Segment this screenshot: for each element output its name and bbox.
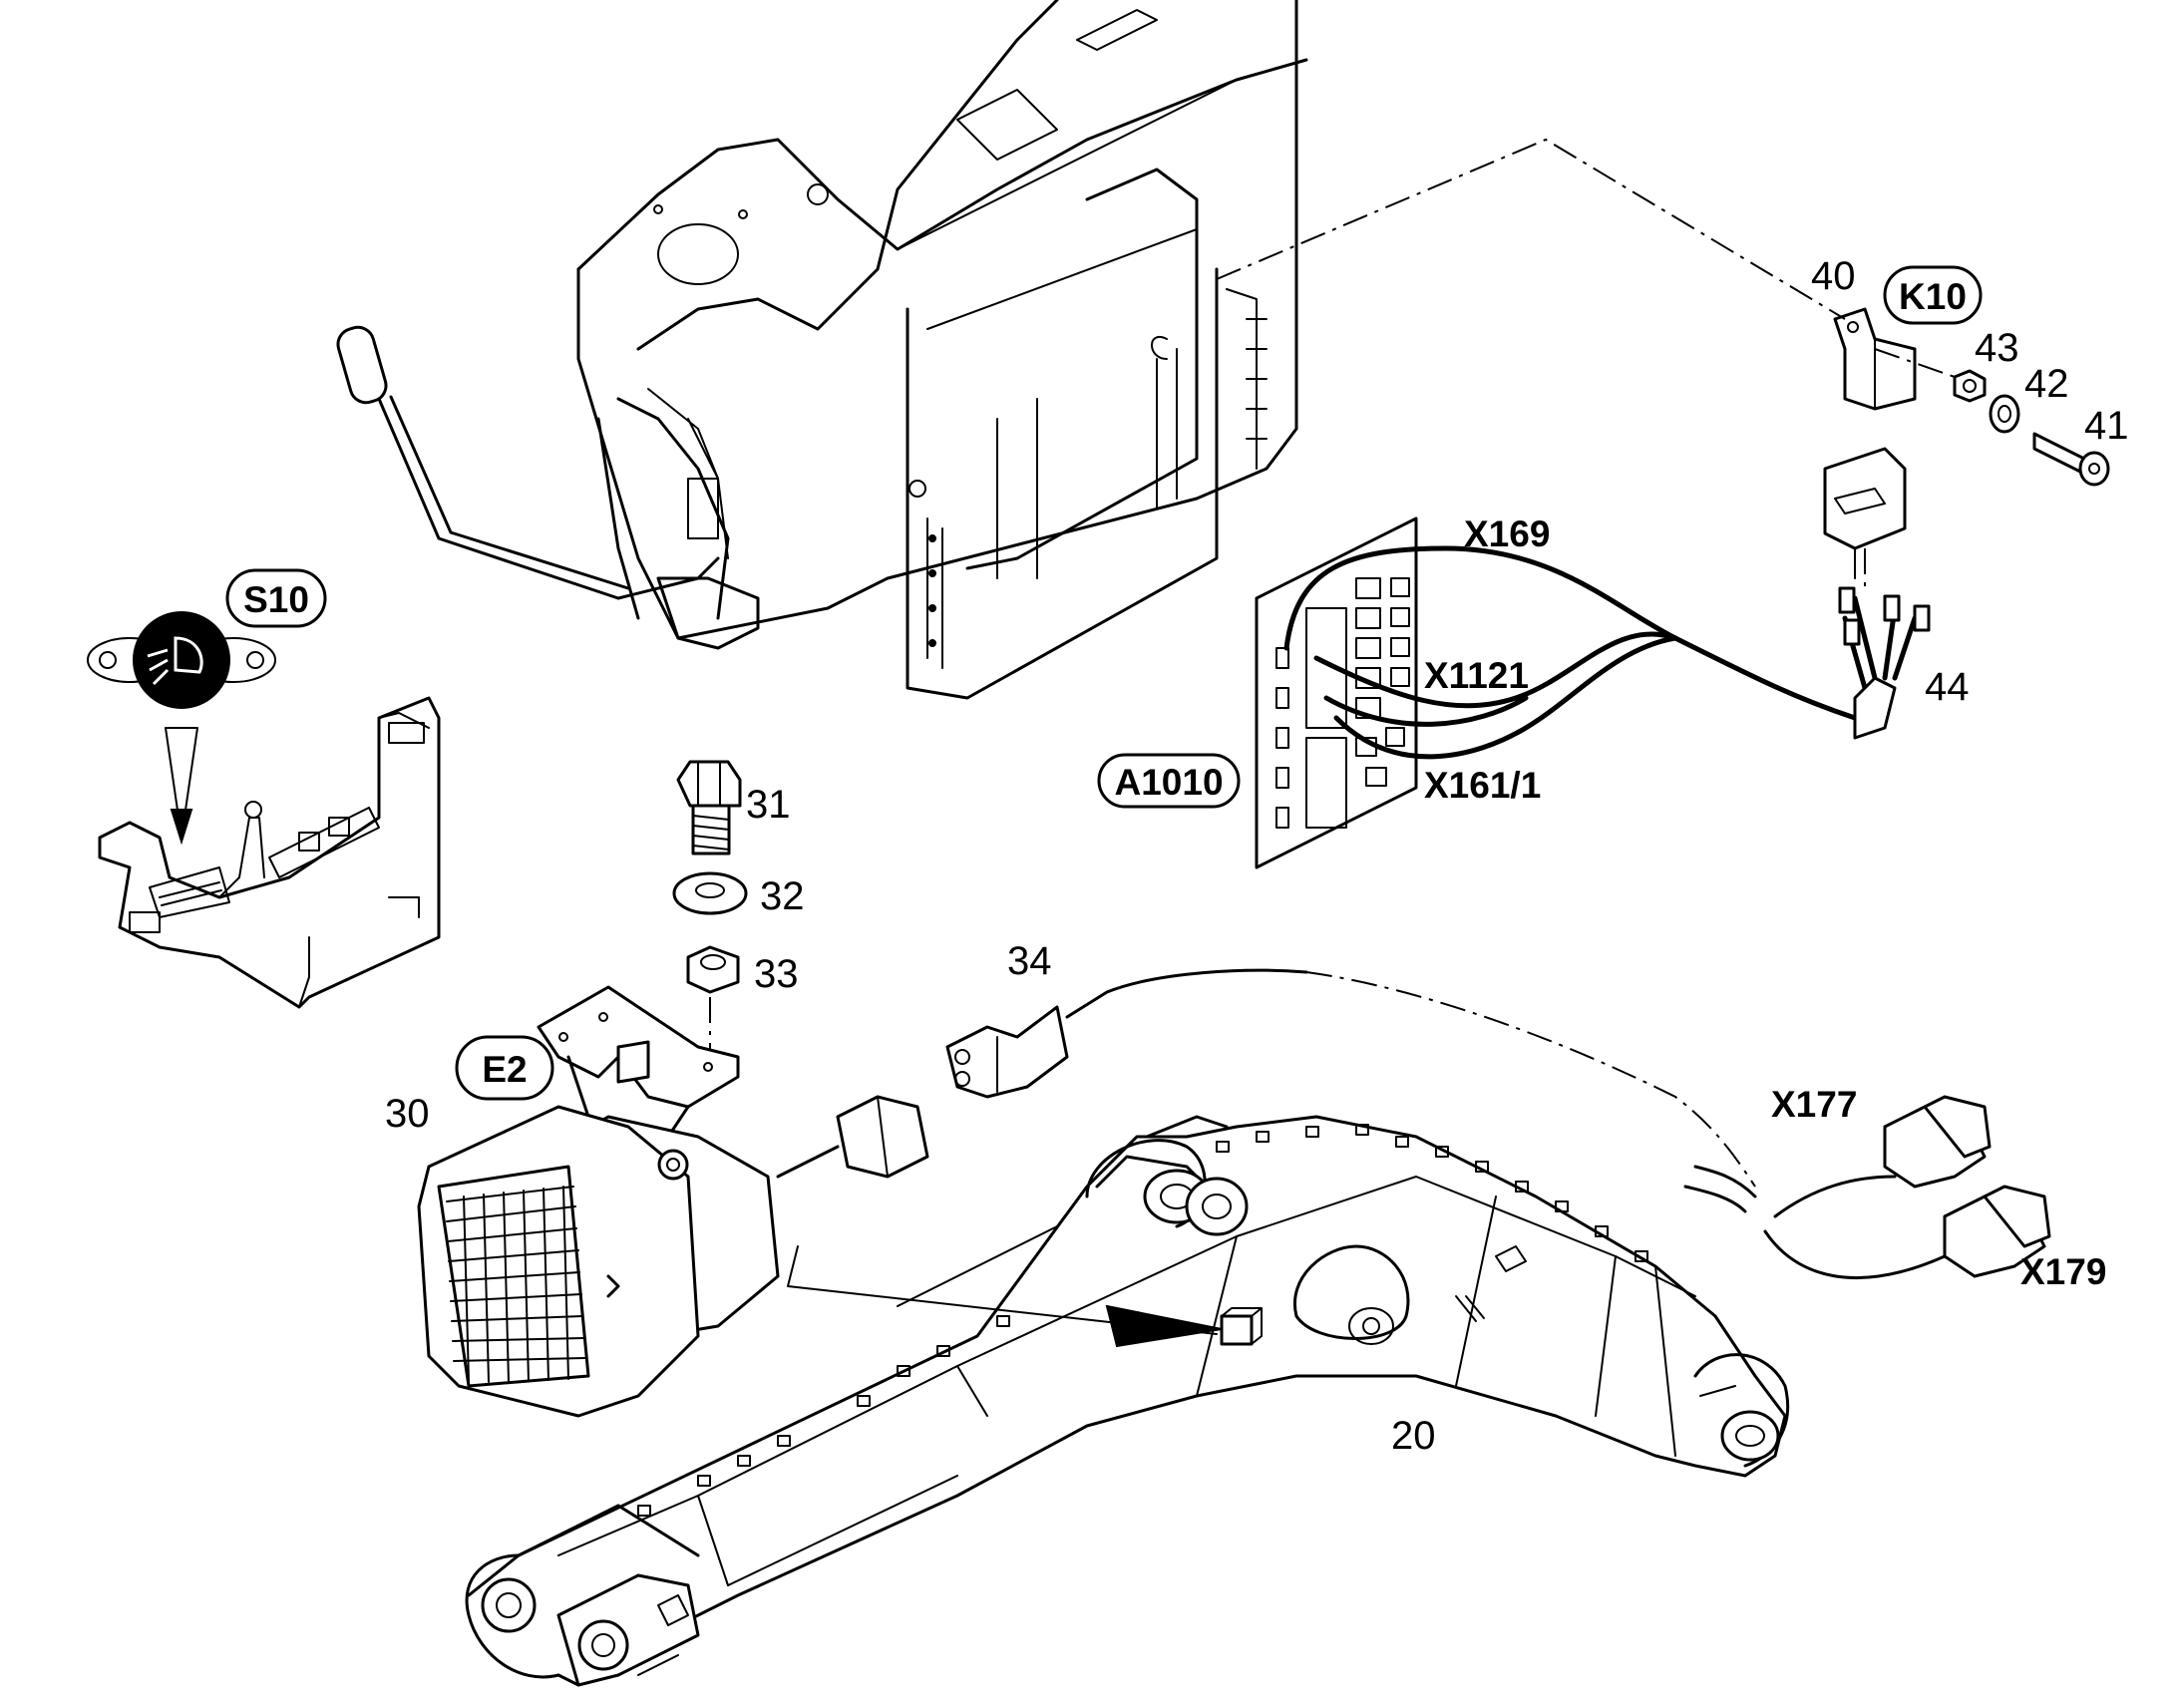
plugs-x177-x179: X177 X179: [1683, 1084, 2106, 1292]
nut-33: [686, 945, 740, 994]
label-x161-1: X161/1: [1424, 765, 1541, 806]
harness-x169: X169 X1121 X161/1: [1283, 513, 1858, 806]
label-x179: X179: [2020, 1251, 2106, 1292]
k10-relay: K10: [1823, 265, 2110, 740]
headlight-icon: [147, 636, 203, 686]
part-31: 31: [746, 783, 791, 827]
label-x177: X177: [1771, 1084, 1857, 1125]
nut-43: [1953, 369, 1987, 403]
washer-42: [1989, 394, 2020, 434]
cab-frame: [576, 0, 1308, 700]
boom-arm: [465, 1115, 1790, 1687]
part-30: 30: [385, 1092, 430, 1136]
label-x169: X169: [1464, 513, 1550, 554]
part-20: 20: [1391, 1414, 1436, 1458]
part-42: 42: [2024, 362, 2069, 406]
bolt-31: [676, 760, 742, 855]
s10-switch: S10: [87, 568, 327, 846]
part-32: 32: [760, 874, 805, 918]
washer-32: [672, 871, 748, 915]
detail-callout: [787, 1245, 1223, 1348]
part-44: 44: [1925, 665, 1970, 709]
dashed-leader-k10: [1216, 138, 1846, 320]
joystick-lever: [336, 325, 729, 600]
part-34: 34: [1007, 939, 1052, 983]
label-s10: S10: [243, 579, 309, 620]
light-cable: [776, 968, 1756, 1188]
label-e2: E2: [482, 1049, 527, 1090]
part-40: 40: [1811, 254, 1856, 298]
part-41: 41: [2084, 404, 2129, 448]
a1010-board: A1010: [1097, 516, 1418, 869]
part-33: 33: [754, 952, 799, 996]
boom-clips: [637, 1124, 1648, 1517]
label-a1010: A1010: [1114, 762, 1223, 803]
part-43: 43: [1975, 326, 2019, 370]
work-light-e2: E2: [417, 985, 780, 1418]
label-x1121: X1121: [1424, 655, 1529, 696]
part-numbers: 20 30 31 32 33 34 40 41 42 43 44: [385, 254, 2129, 1458]
connector-44: [1838, 586, 1931, 740]
label-k10: K10: [1899, 276, 1967, 317]
operator-console: [98, 696, 441, 1009]
light-lens-grid: [446, 1186, 586, 1383]
bolt-41: [2032, 432, 2110, 487]
